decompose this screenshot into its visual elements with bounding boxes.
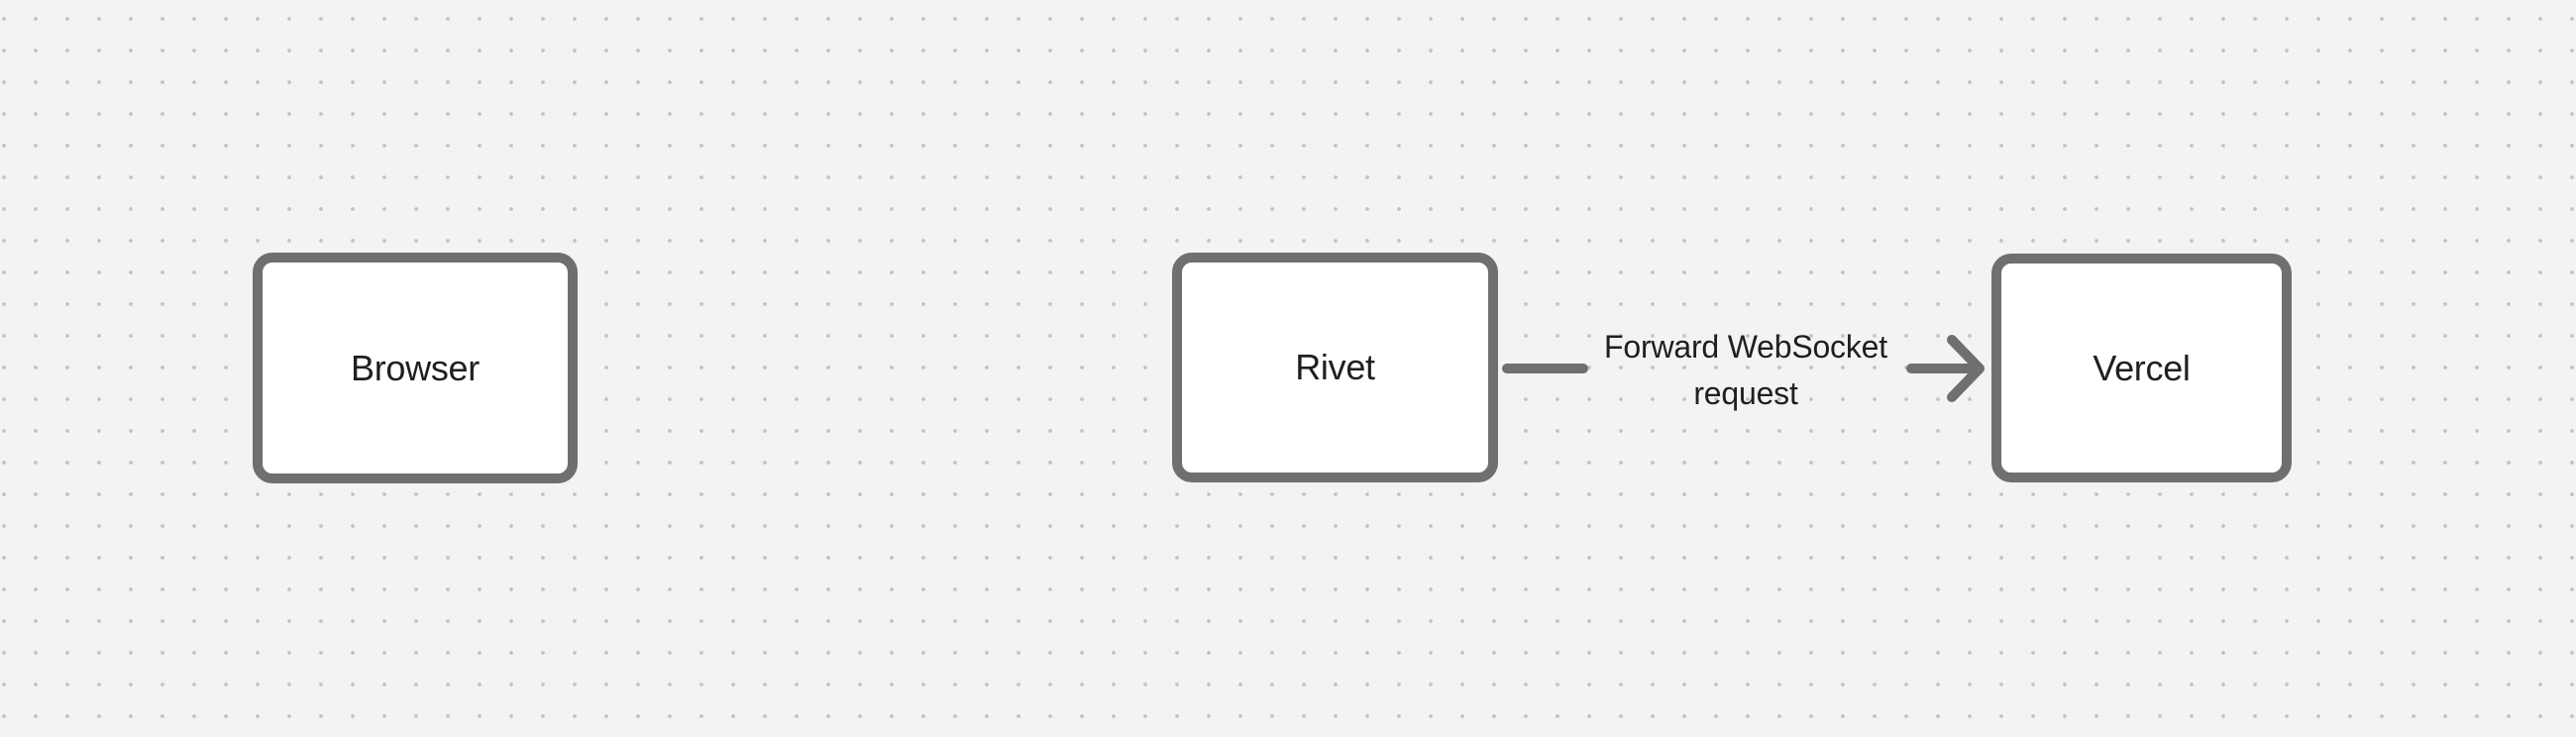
node-rivet-label: Rivet xyxy=(1295,347,1375,387)
edge-rivet-vercel[interactable] xyxy=(1502,335,1985,402)
node-browser[interactable]: Browser xyxy=(253,253,578,483)
arrowhead-icon[interactable] xyxy=(1947,335,1985,402)
node-rivet[interactable]: Rivet xyxy=(1172,253,1498,482)
node-browser-label: Browser xyxy=(351,347,480,388)
node-vercel[interactable]: Vercel xyxy=(1991,254,2292,482)
node-vercel-label: Vercel xyxy=(2093,347,2191,388)
edge-label[interactable]: Forward WebSocket request xyxy=(1604,329,1887,411)
